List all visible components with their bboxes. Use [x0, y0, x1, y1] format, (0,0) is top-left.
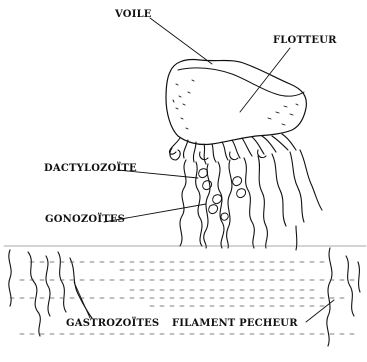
gonozoid-clusters — [199, 169, 246, 221]
polyp-fringe — [169, 134, 296, 164]
label-gastrozoites: GASTROZOÏTES — [66, 318, 159, 329]
leader-voile — [150, 18, 212, 64]
leader-gastrozoites — [74, 282, 90, 318]
float-body — [166, 60, 306, 145]
tentacles — [180, 150, 322, 250]
label-filament-pecheur: FILAMENT PECHEUR — [172, 318, 298, 329]
float-shading — [173, 80, 298, 129]
label-flotteur: FLOTTEUR — [273, 35, 337, 46]
lower-tentacles — [9, 248, 360, 346]
label-gonozoites: GONOZOÏTES — [45, 214, 125, 225]
label-dactylozoite: DACTYLOZOÏTE — [44, 163, 137, 174]
label-voile: VOILE — [115, 9, 152, 20]
